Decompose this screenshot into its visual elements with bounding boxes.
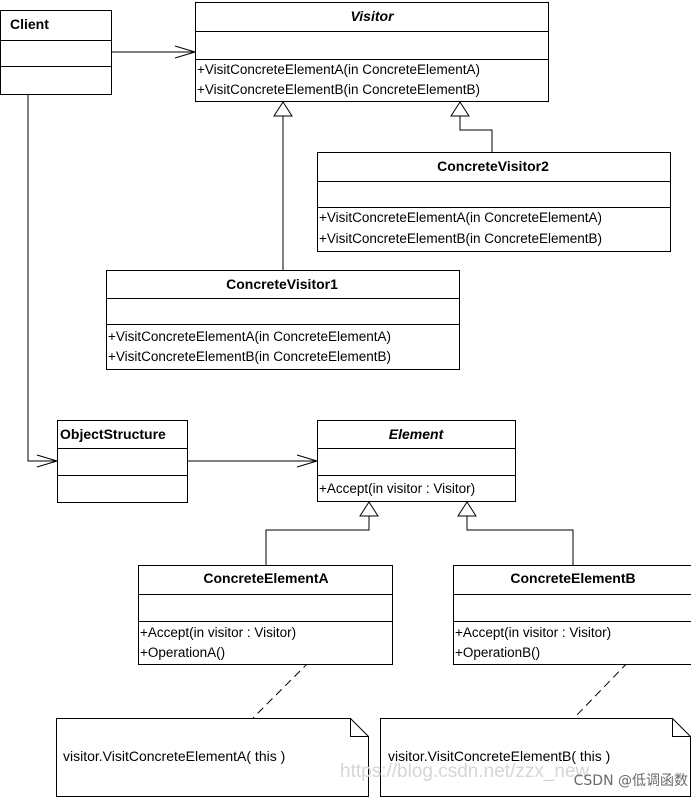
concreteelementb-generalization-arrow: [457, 501, 477, 517]
element-op-accept: +Accept(in visitor : Visitor): [319, 481, 475, 496]
class-element: Element +Accept(in visitor : Visitor): [317, 420, 516, 502]
watermark-url: https://blog.csdn.net/zzx_new: [340, 761, 590, 782]
concreteelementa-op-operation: +OperationA(): [140, 645, 225, 660]
concretevisitor2-op-a: +VisitConcreteElementA(in ConcreteElemen…: [319, 210, 602, 225]
note-b-anchor: [573, 624, 665, 719]
concreteelementb-op-operation: +OperationB(): [455, 645, 540, 660]
class-concretevisitor2: ConcreteVisitor2 +VisitConcreteElementA(…: [317, 152, 671, 252]
class-visitor: Visitor +VisitConcreteElementA(in Concre…: [195, 2, 549, 102]
class-visitor-name: Visitor: [350, 8, 395, 24]
note-b-text: visitor.VisitConcreteElementB( this ): [388, 748, 610, 764]
concretevisitor1-generalization-arrow: [273, 101, 293, 117]
concretevisitor1-op-b: +VisitConcreteElementB(in ConcreteElemen…: [108, 349, 391, 364]
concretevisitor2-generalization-arrow: [450, 101, 470, 117]
concretevisitor2-op-b: +VisitConcreteElementB(in ConcreteElemen…: [319, 231, 602, 246]
client-objectstructure-association: [27, 95, 57, 461]
concreteelementb-generalization-line: [466, 516, 574, 565]
class-objectstructure: ObjectStructure: [57, 420, 188, 503]
class-concretevisitor1-name: ConcreteVisitor1: [226, 276, 338, 292]
class-concreteelementa: ConcreteElementA +Accept(in visitor : Vi…: [138, 565, 393, 665]
class-concretevisitor2-name: ConcreteVisitor2: [437, 158, 549, 174]
concreteelementa-op-accept: +Accept(in visitor : Visitor): [140, 625, 296, 640]
class-client-name: Client: [10, 16, 49, 32]
concreteelementb-op-accept: +Accept(in visitor : Visitor): [455, 625, 611, 640]
class-concretevisitor1: ConcreteVisitor1 +VisitConcreteElementA(…: [106, 270, 460, 370]
note-b: visitor.VisitConcreteElementB( this ): [380, 718, 691, 797]
class-client: Client: [0, 10, 112, 95]
note-a-text: visitor.VisitConcreteElementA( this ): [63, 748, 285, 764]
watermark-credit: CSDN @低调函数: [574, 773, 688, 789]
note-a: visitor.VisitConcreteElementA( this ): [56, 718, 369, 797]
visitor-op-b: +VisitConcreteElementB(in ConcreteElemen…: [197, 82, 480, 97]
concretevisitor2-generalization-line: [459, 116, 493, 152]
class-concreteelementb-name: ConcreteElementB: [510, 570, 635, 586]
class-concreteelementa-name: ConcreteElementA: [203, 570, 328, 586]
concreteelementa-generalization-line: [265, 516, 370, 565]
visitor-op-a: +VisitConcreteElementA(in ConcreteElemen…: [197, 62, 480, 77]
note-a-anchor: [252, 624, 347, 719]
concretevisitor1-op-a: +VisitConcreteElementA(in ConcreteElemen…: [108, 329, 391, 344]
class-element-name: Element: [389, 426, 445, 442]
class-objectstructure-name: ObjectStructure: [60, 426, 166, 442]
class-concreteelementb: ConcreteElementB +Accept(in visitor : Vi…: [453, 565, 691, 665]
concreteelementa-generalization-arrow: [359, 501, 379, 517]
